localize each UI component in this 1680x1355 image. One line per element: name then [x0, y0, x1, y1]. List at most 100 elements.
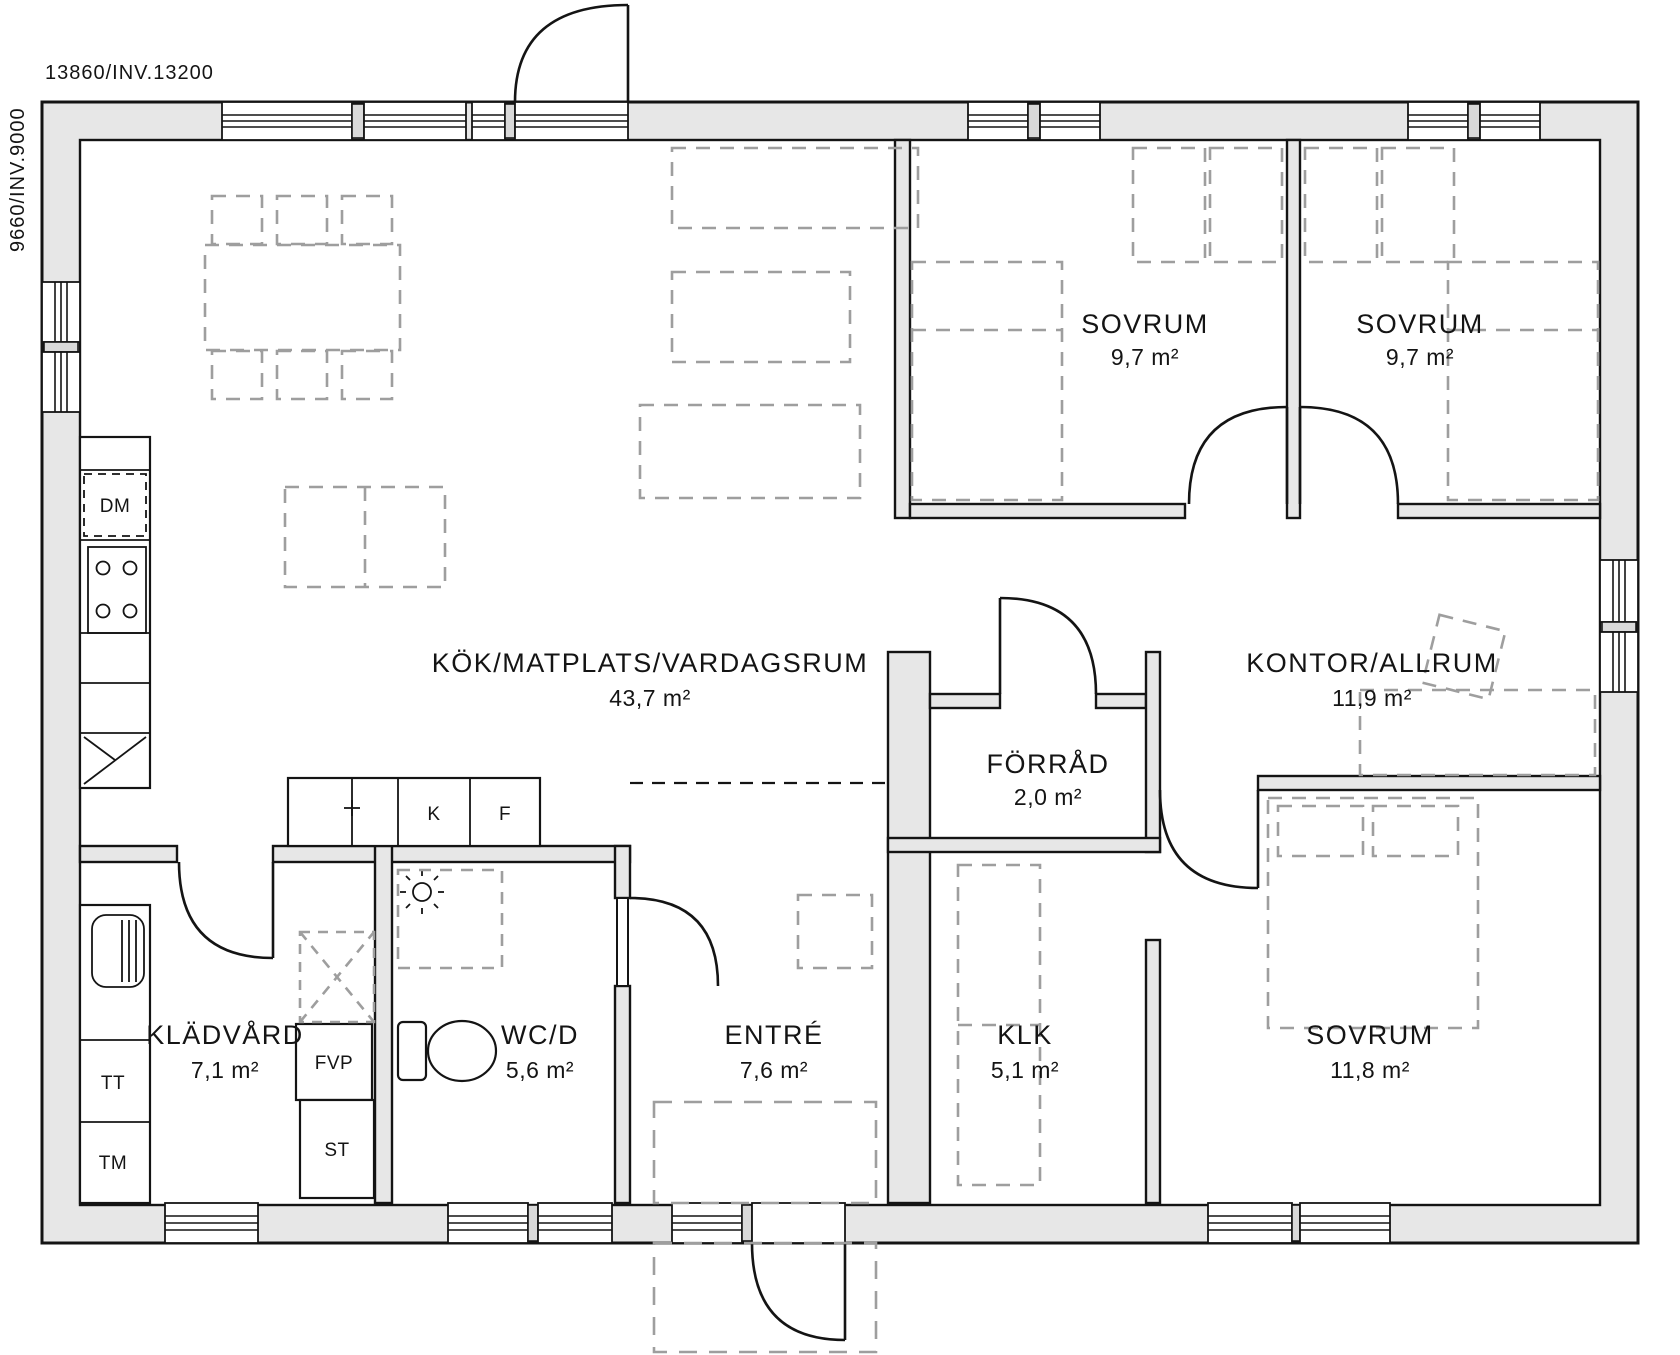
room-label-kontor: KONTOR/ALLRUM [1246, 648, 1498, 678]
label-freezer: F [499, 804, 511, 825]
wall-forrad-top-right [1094, 692, 1148, 710]
window-mullion [1467, 103, 1481, 139]
label-dishwasher: DM [100, 496, 131, 517]
room-label-sovrum-1: SOVRUM [1081, 309, 1209, 339]
kladvard-door [177, 861, 275, 960]
coffee-table [670, 270, 852, 364]
room-label-sovrum-3: SOVRUM [1306, 1020, 1434, 1050]
kitchen-counter-row [286, 776, 542, 848]
wcd-door-leaf [616, 897, 629, 987]
window-mullion [351, 103, 365, 139]
sideboard [670, 146, 920, 230]
corner-counter [83, 736, 147, 785]
dimension-height-label: 9660/INV.9000 [7, 107, 29, 252]
interior-walls [78, 138, 1602, 1205]
wcd-door-swing [629, 896, 720, 987]
entry-platform [652, 1100, 878, 1354]
fvp-unit [294, 1022, 374, 1102]
wall-kladvard-wcd-top [271, 844, 632, 864]
window-top-5 [1407, 101, 1469, 141]
window-bottom-1 [164, 1202, 259, 1244]
bedroom2-door [1298, 405, 1400, 505]
window-top-1 [221, 101, 353, 141]
entry-door-swing [750, 1242, 846, 1342]
window-top-3 [967, 101, 1029, 141]
cabinet-cross-mark [344, 800, 360, 816]
wall-living-bedroom1 [893, 138, 912, 520]
room-label-wcd: WC/D [501, 1020, 579, 1050]
future-appliance-square [298, 930, 376, 1024]
window-bottom-4 [1207, 1202, 1293, 1244]
label-washer: TM [99, 1153, 127, 1174]
wall-kladvard-top-left [78, 844, 179, 864]
wardrobe-klk [956, 863, 1042, 1187]
forrad-door-swing [999, 596, 1098, 695]
label-dryer: TT [101, 1073, 125, 1094]
wall-forrad-top-left [928, 692, 1002, 710]
sovrum3-door [1158, 789, 1260, 890]
window-mullion [43, 341, 79, 353]
room-labels: SOVRUM 9,7 m² SOVRUM 9,7 m² KÖK/MATPLATS… [146, 309, 1498, 1083]
room-area-sovrum-3: 11,8 m² [1330, 1057, 1410, 1083]
wall-bedrooms-south-left [908, 502, 1187, 520]
kitchen-cabinets [78, 435, 152, 790]
window-top-sidelight [471, 101, 506, 141]
forrad-door [998, 596, 1098, 695]
laundry-appliance-column [78, 903, 152, 1205]
dishwasher-box [83, 473, 147, 537]
window-mullion [1601, 621, 1637, 633]
window-mullion [504, 103, 516, 139]
toilet [396, 1019, 498, 1083]
bedroom1-door [1187, 405, 1289, 505]
room-area-wcd: 5,6 m² [506, 1057, 574, 1083]
loveseat [283, 485, 447, 589]
window-left-1 [41, 281, 81, 343]
wall-entre-klk [886, 650, 932, 1205]
dimension-labels: 13860/INV.13200 9660/INV.9000 [7, 62, 213, 252]
window-mullion [741, 1204, 753, 1242]
window-top-4 [1039, 101, 1101, 141]
room-area-forrad: 2,0 m² [1014, 784, 1082, 810]
wall-between-bedrooms [1285, 138, 1302, 520]
window-entry-sidelight [671, 1202, 743, 1244]
fixtures [78, 435, 542, 1205]
room-label-sovrum-2: SOVRUM [1356, 309, 1484, 339]
room-area-entre: 7,6 m² [740, 1057, 808, 1083]
wall-wcd-entre-upper [613, 844, 632, 900]
desk-kontor [1358, 613, 1597, 777]
entry-door [750, 1202, 847, 1342]
stove-burners [87, 546, 147, 634]
room-label-entre: ENTRÉ [724, 1020, 823, 1050]
wall-bedrooms-south-right [1396, 502, 1602, 520]
st-cabinet [298, 1098, 376, 1200]
wall-kladvard-wcd-divider [373, 844, 394, 1205]
room-area-kitchen: 43,7 m² [609, 685, 690, 711]
window-mullion [527, 1204, 539, 1242]
room-area-klk: 5,1 m² [991, 1057, 1059, 1083]
wardrobes-bedroom2 [1303, 146, 1456, 264]
wall-forrad-klk-divider [886, 836, 1162, 854]
wall-wcd-entre-lower [613, 984, 632, 1205]
patio-door-swing [513, 3, 629, 103]
furniture [203, 146, 1600, 1354]
room-area-sovrum-1: 9,7 m² [1111, 344, 1179, 370]
kladvard-door-swing [177, 861, 274, 960]
shower-area [396, 868, 504, 970]
entry-bench [796, 893, 874, 970]
label-heat-pump: FVP [315, 1053, 353, 1074]
label-fridge: K [427, 804, 440, 825]
room-area-kladvard: 7,1 m² [191, 1057, 259, 1083]
windows [41, 101, 1639, 1244]
ceiling-lamp-icon [400, 870, 444, 914]
bedroom1-door-swing [1187, 405, 1288, 505]
bed-sovrum3 [1266, 796, 1480, 1030]
room-area-sovrum-2: 9,7 m² [1386, 344, 1454, 370]
window-left-2 [41, 351, 81, 413]
room-label-kladvard: KLÄDVÅRD [146, 1019, 304, 1050]
window-top-6 [1479, 101, 1541, 141]
appliance-labels: DM K F TT TM FVP ST [99, 496, 511, 1174]
sovrum3-door-swing [1158, 789, 1259, 890]
window-bottom-3 [537, 1202, 613, 1244]
laundry-sink [91, 914, 145, 988]
label-cleaning-cabinet: ST [324, 1140, 349, 1161]
